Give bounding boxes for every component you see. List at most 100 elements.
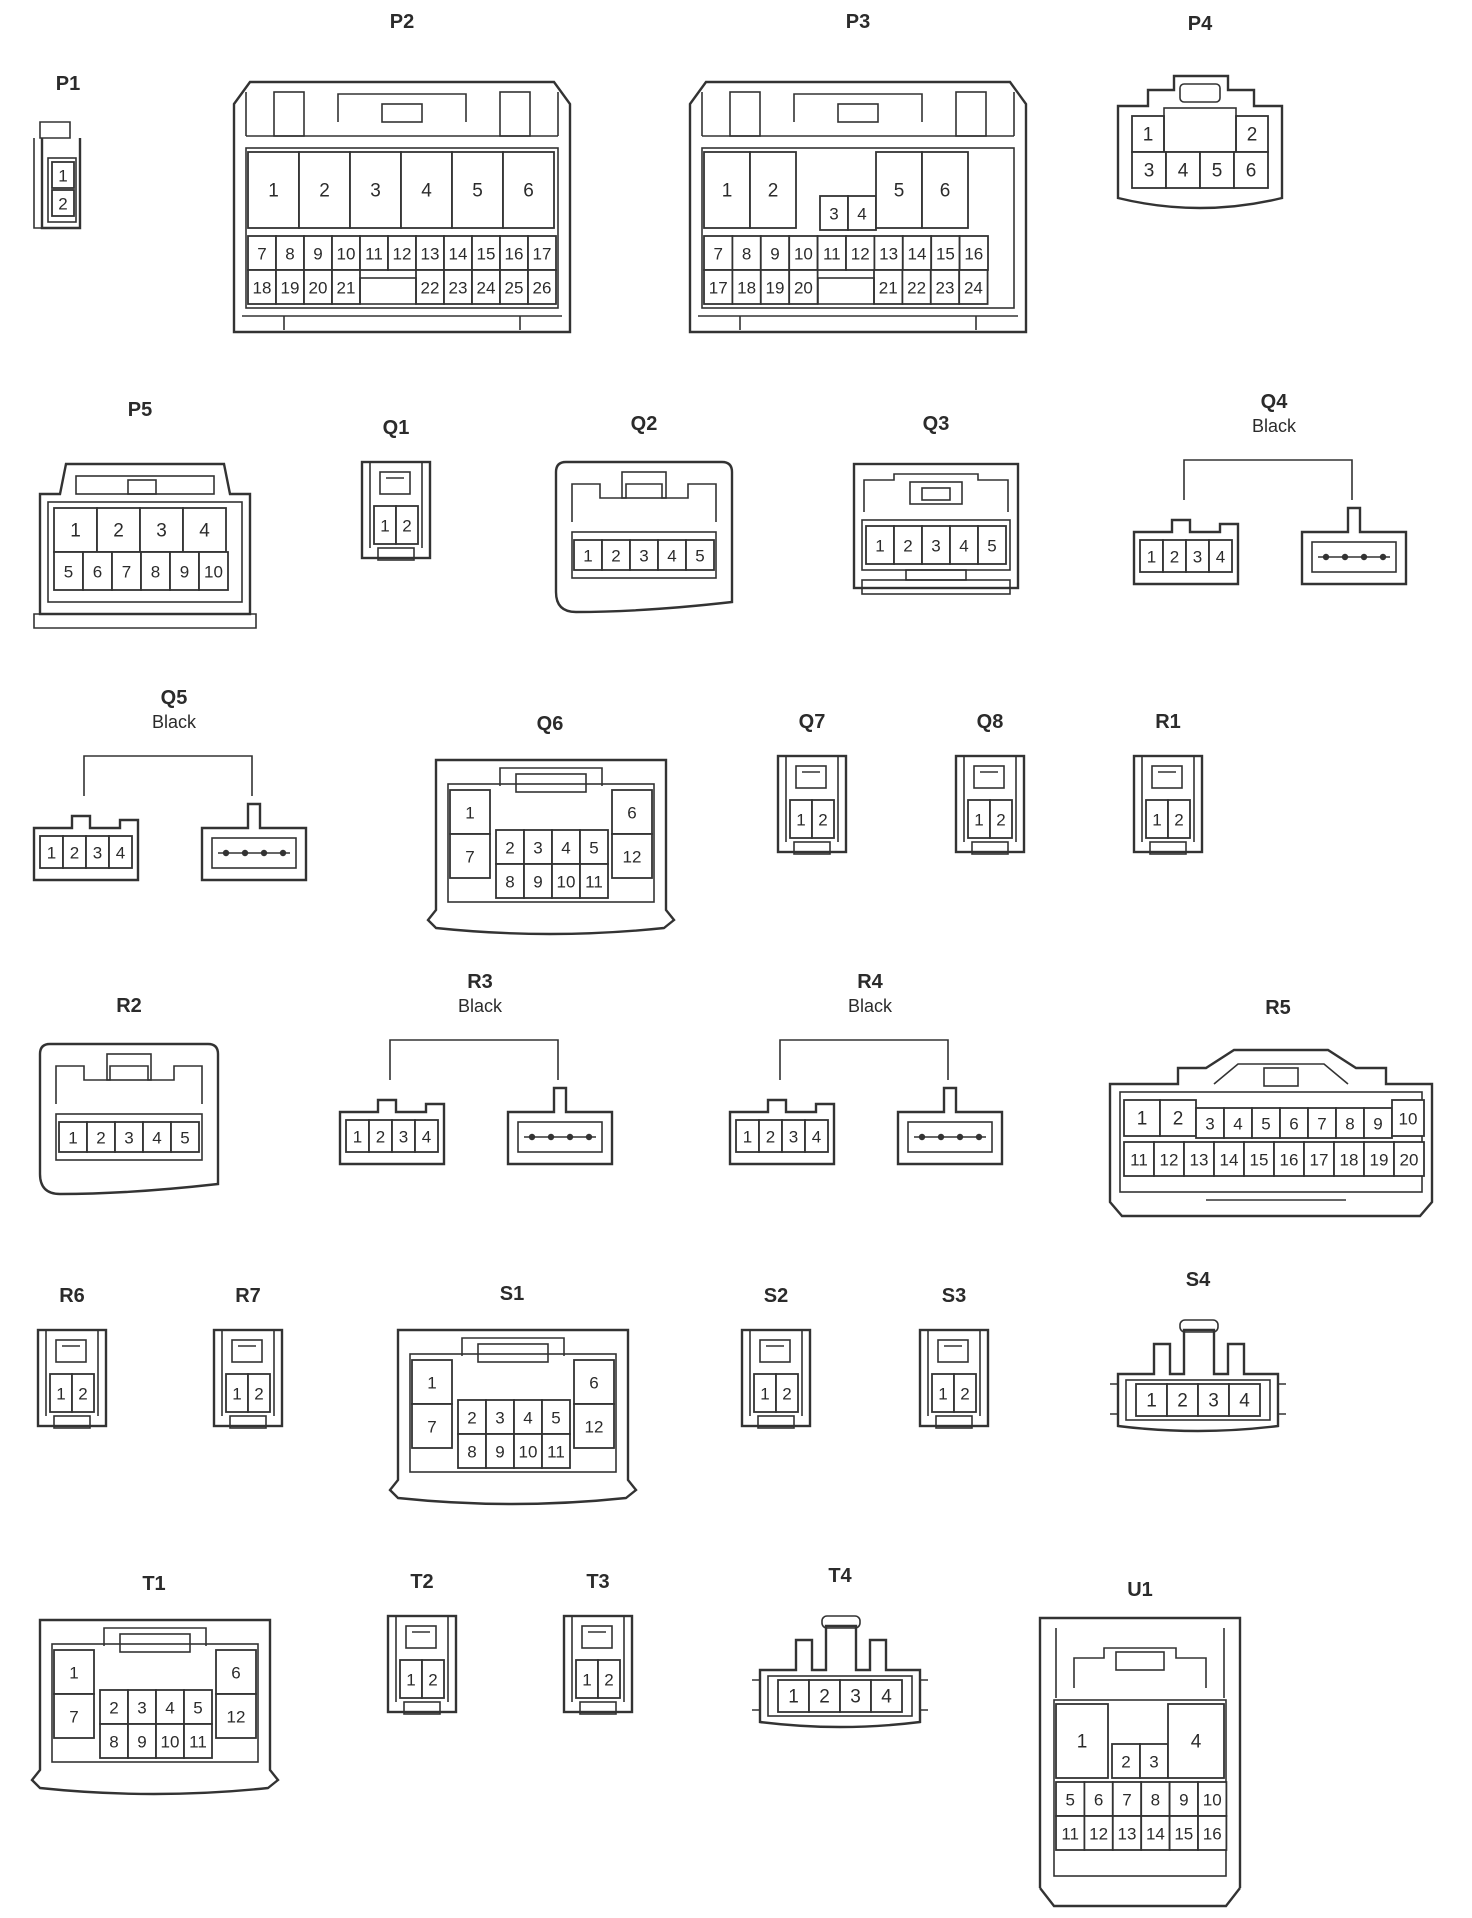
pin-number: 14 [1146,1825,1165,1844]
pin-number: 7 [1317,1115,1326,1134]
housing-part [1179,1319,1219,1333]
housing-part [821,1615,861,1629]
pin-number: 6 [1246,161,1257,182]
pin-number: 1 [1152,811,1161,830]
pin-number: 3 [1208,1391,1219,1412]
pin-cell [140,551,171,591]
pin-cell [53,1649,95,1695]
housing-part [579,1701,617,1715]
pin-number: 15 [1250,1151,1269,1170]
housing-outline [1038,1616,1242,1888]
pin-cell [703,235,734,271]
color-note-r4: Black [848,996,893,1016]
pin-cell [870,1679,903,1713]
pin-number: 4 [523,1409,532,1428]
pin-number: 1 [268,181,279,202]
pin-number: 3 [1144,161,1155,182]
pin-cell [611,789,653,835]
pin-number: 4 [881,1687,892,1708]
connector-label-q6: Q6 [537,713,564,735]
pin-number: 1 [722,181,733,202]
housing-part [53,1415,91,1429]
pin-number: 4 [812,1128,821,1147]
pin-number: 1 [1143,125,1154,146]
pin-cell [949,525,979,565]
pin-number: 4 [959,537,968,556]
pin-cell [395,505,419,545]
pin-number: 26 [533,279,552,298]
pin-number: 8 [505,873,514,892]
pin-number: 7 [465,848,474,867]
color-note-q4: Black [1252,416,1297,436]
color-note-r3: Black [458,996,503,1016]
pin-number: 7 [69,1708,78,1727]
pin-number: 14 [449,245,468,264]
housing-outline [701,92,1015,137]
pin-cell [58,1121,88,1153]
pin-number: 1 [232,1385,241,1404]
housing-part [701,147,1015,309]
pin-number: 8 [285,245,294,264]
housing-part [621,471,667,499]
housing-outline [554,460,734,614]
connector-label-p4: P4 [1188,13,1213,35]
housing-part [127,479,157,495]
pin-cell [527,269,557,305]
pin-cell [183,1723,213,1759]
pin-number: 6 [1094,1791,1103,1810]
connector-label-q3: Q3 [923,413,950,435]
housing-outline [389,1039,559,1080]
connector-label-p2: P2 [390,11,414,33]
connector-label-t3: T3 [586,1571,609,1593]
housing-part [379,471,411,495]
pin-number: 10 [1399,1110,1418,1129]
pin-cell [51,161,75,189]
pin-number: 8 [109,1733,118,1752]
pin-cell [1393,1141,1425,1177]
pin-number: 2 [428,1671,437,1690]
pin-number: 3 [137,1699,146,1718]
pin-number: 15 [936,245,955,264]
pin-number: 1 [582,1671,591,1690]
pin-number: 9 [1179,1791,1188,1810]
pin-cell [411,1359,453,1405]
pin-number: 16 [505,245,524,264]
pin-number: 24 [964,279,983,298]
pin-cell [759,269,791,305]
housing-part [1125,1379,1271,1421]
housing-outline [1055,1628,1225,1698]
pin-number: 2 [319,181,330,202]
pin-cell [127,1723,157,1759]
pin-number: 23 [936,279,955,298]
pin-cell [182,507,227,553]
housing-part [921,487,951,501]
housing-outline [927,1330,981,1416]
pin-number: 2 [604,1671,613,1690]
pin-cell [449,789,491,835]
pin-cell [989,799,1013,839]
pin-cell [875,151,923,229]
housing-part [231,1339,263,1363]
housing-part [119,1633,191,1653]
pin-number: 3 [789,1128,798,1147]
pin-number: 2 [1121,1753,1130,1772]
housing-part [973,765,1005,789]
housing-outline [426,758,676,936]
housing-part [837,103,879,123]
pin-cell [1307,1107,1337,1139]
pin-number: 2 [611,547,620,566]
pin-cell [1123,1099,1161,1137]
pin-cell [749,151,797,229]
housing-part [793,841,831,855]
housing-part [1263,1067,1299,1087]
pin-number: 3 [370,181,381,202]
pin-number: 2 [1177,1391,1188,1412]
pin-number: 6 [93,563,102,582]
housing-part [245,147,559,309]
pin-number: 3 [156,521,167,542]
